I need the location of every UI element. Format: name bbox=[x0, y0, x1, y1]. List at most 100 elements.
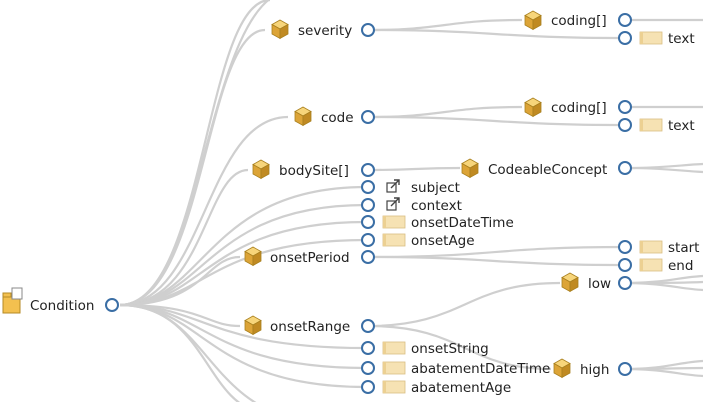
node-severity-coding[interactable]: coding[] bbox=[524, 10, 632, 30]
node-label: high bbox=[580, 362, 609, 378]
edge-onsetperiod-start bbox=[367, 245, 626, 259]
cube-icon bbox=[244, 246, 262, 266]
expander-circle[interactable] bbox=[618, 362, 632, 376]
expander-circle[interactable] bbox=[618, 161, 632, 175]
node-range-high[interactable]: high bbox=[551, 358, 632, 380]
expander-circle[interactable] bbox=[618, 31, 632, 45]
expander-circle[interactable] bbox=[361, 319, 375, 333]
node-code-coding[interactable]: coding[] bbox=[524, 97, 632, 117]
primitive-icon bbox=[382, 215, 406, 229]
root-edges bbox=[119, 0, 367, 402]
leaf-edges bbox=[624, 18, 703, 378]
node-code-text[interactable]: text bbox=[618, 118, 695, 134]
node-label: text bbox=[668, 118, 695, 134]
cube-icon bbox=[252, 159, 270, 179]
edge-root-abatementage bbox=[119, 303, 367, 389]
primitive-icon bbox=[639, 258, 663, 272]
expander-circle[interactable] bbox=[361, 361, 375, 375]
expander-circle[interactable] bbox=[361, 180, 375, 194]
expander-circle[interactable] bbox=[361, 215, 375, 229]
node-abatementage[interactable]: abatementAge bbox=[361, 380, 511, 396]
node-severity[interactable]: severity bbox=[271, 19, 375, 39]
cube-icon bbox=[461, 158, 479, 178]
edge-onsetrange-high bbox=[367, 324, 553, 371]
primitive-icon bbox=[382, 233, 406, 247]
expander-circle[interactable] bbox=[618, 258, 632, 272]
node-abatementdatetime[interactable]: abatementDateTime bbox=[361, 361, 550, 377]
node-label: context bbox=[411, 198, 462, 214]
expander-circle[interactable] bbox=[361, 233, 375, 247]
primitive-icon bbox=[382, 341, 406, 355]
edge-onsetrange-low bbox=[367, 281, 561, 328]
node-onsetrange[interactable]: onsetRange bbox=[244, 315, 375, 335]
node-label: onsetRange bbox=[270, 319, 350, 335]
cube-icon bbox=[524, 10, 542, 30]
node-subject[interactable]: subject bbox=[361, 179, 460, 196]
edge-bodysite-cc bbox=[367, 166, 461, 172]
node-label: CodeableConcept bbox=[488, 162, 607, 178]
expander-circle[interactable] bbox=[361, 380, 375, 394]
expander-circle[interactable] bbox=[361, 250, 375, 264]
node-label: subject bbox=[411, 180, 460, 196]
expander-circle[interactable] bbox=[618, 240, 632, 254]
expander-circle[interactable] bbox=[361, 341, 375, 355]
node-bodysite-codeableconcept[interactable]: CodeableConcept bbox=[461, 158, 632, 178]
edge-low-out-3 bbox=[624, 281, 703, 292]
node-onsetstring[interactable]: onsetString bbox=[361, 341, 489, 357]
expander-circle[interactable] bbox=[361, 23, 375, 37]
reference-link-icon bbox=[386, 197, 400, 211]
node-severity-text[interactable]: text bbox=[618, 31, 695, 47]
node-label: code bbox=[321, 110, 354, 126]
primitive-icon bbox=[639, 118, 663, 132]
expander-circle[interactable] bbox=[618, 118, 632, 132]
node-context[interactable]: context bbox=[361, 197, 462, 214]
node-label: severity bbox=[298, 23, 352, 39]
edge-bottom-offscreen-1 bbox=[119, 303, 241, 402]
edge-onsetperiod-end bbox=[367, 255, 626, 267]
node-onsetdatetime[interactable]: onsetDateTime bbox=[361, 215, 514, 231]
cube-icon bbox=[524, 97, 542, 117]
node-label: onsetPeriod bbox=[270, 250, 350, 266]
expander-circle[interactable] bbox=[361, 198, 375, 212]
expander-circle[interactable] bbox=[618, 100, 632, 114]
edge-code-coding bbox=[367, 105, 523, 119]
cube-icon bbox=[244, 315, 262, 335]
expander-circle[interactable] bbox=[618, 13, 632, 27]
node-label: bodySite[] bbox=[279, 163, 349, 179]
edge-high-out-3 bbox=[624, 367, 703, 378]
edge-bodysite-cc-out-2 bbox=[624, 166, 703, 174]
edge-code-text bbox=[367, 115, 626, 127]
primitive-icon bbox=[382, 380, 406, 394]
primitive-icon bbox=[639, 240, 663, 254]
edge-root-severity bbox=[119, 28, 266, 307]
child-edges bbox=[367, 18, 626, 371]
node-label: abatementDateTime bbox=[411, 361, 550, 377]
node-period-start[interactable]: start bbox=[618, 240, 699, 256]
folder-resource-icon bbox=[2, 287, 23, 314]
edge-severity-text bbox=[367, 28, 626, 40]
cube-icon bbox=[553, 358, 571, 378]
node-label: end bbox=[668, 258, 693, 274]
node-condition[interactable]: Condition bbox=[2, 287, 119, 314]
node-label: onsetDateTime bbox=[411, 215, 514, 231]
node-bodysite[interactable]: bodySite[] bbox=[252, 159, 375, 179]
node-label: coding[] bbox=[551, 13, 607, 29]
expander-circle[interactable] bbox=[618, 276, 632, 290]
edge-bottom-offscreen-2 bbox=[119, 303, 257, 402]
expander-circle[interactable] bbox=[361, 163, 375, 177]
node-label: onsetString bbox=[411, 341, 489, 357]
edge-root-code bbox=[119, 115, 289, 307]
node-label: coding[] bbox=[551, 100, 607, 116]
node-onsetperiod[interactable]: onsetPeriod bbox=[244, 246, 375, 266]
edge-root-onsetperiod bbox=[119, 255, 241, 307]
node-label: Condition bbox=[30, 298, 94, 314]
node-label: onsetAge bbox=[411, 233, 475, 249]
node-code[interactable]: code bbox=[294, 106, 375, 126]
expander-circle[interactable] bbox=[105, 298, 119, 312]
node-range-low[interactable]: low bbox=[561, 272, 632, 292]
cube-icon bbox=[561, 272, 579, 292]
node-period-end[interactable]: end bbox=[618, 258, 693, 274]
node-label: abatementAge bbox=[411, 380, 511, 396]
node-onsetage[interactable]: onsetAge bbox=[361, 233, 475, 249]
expander-circle[interactable] bbox=[361, 110, 375, 124]
